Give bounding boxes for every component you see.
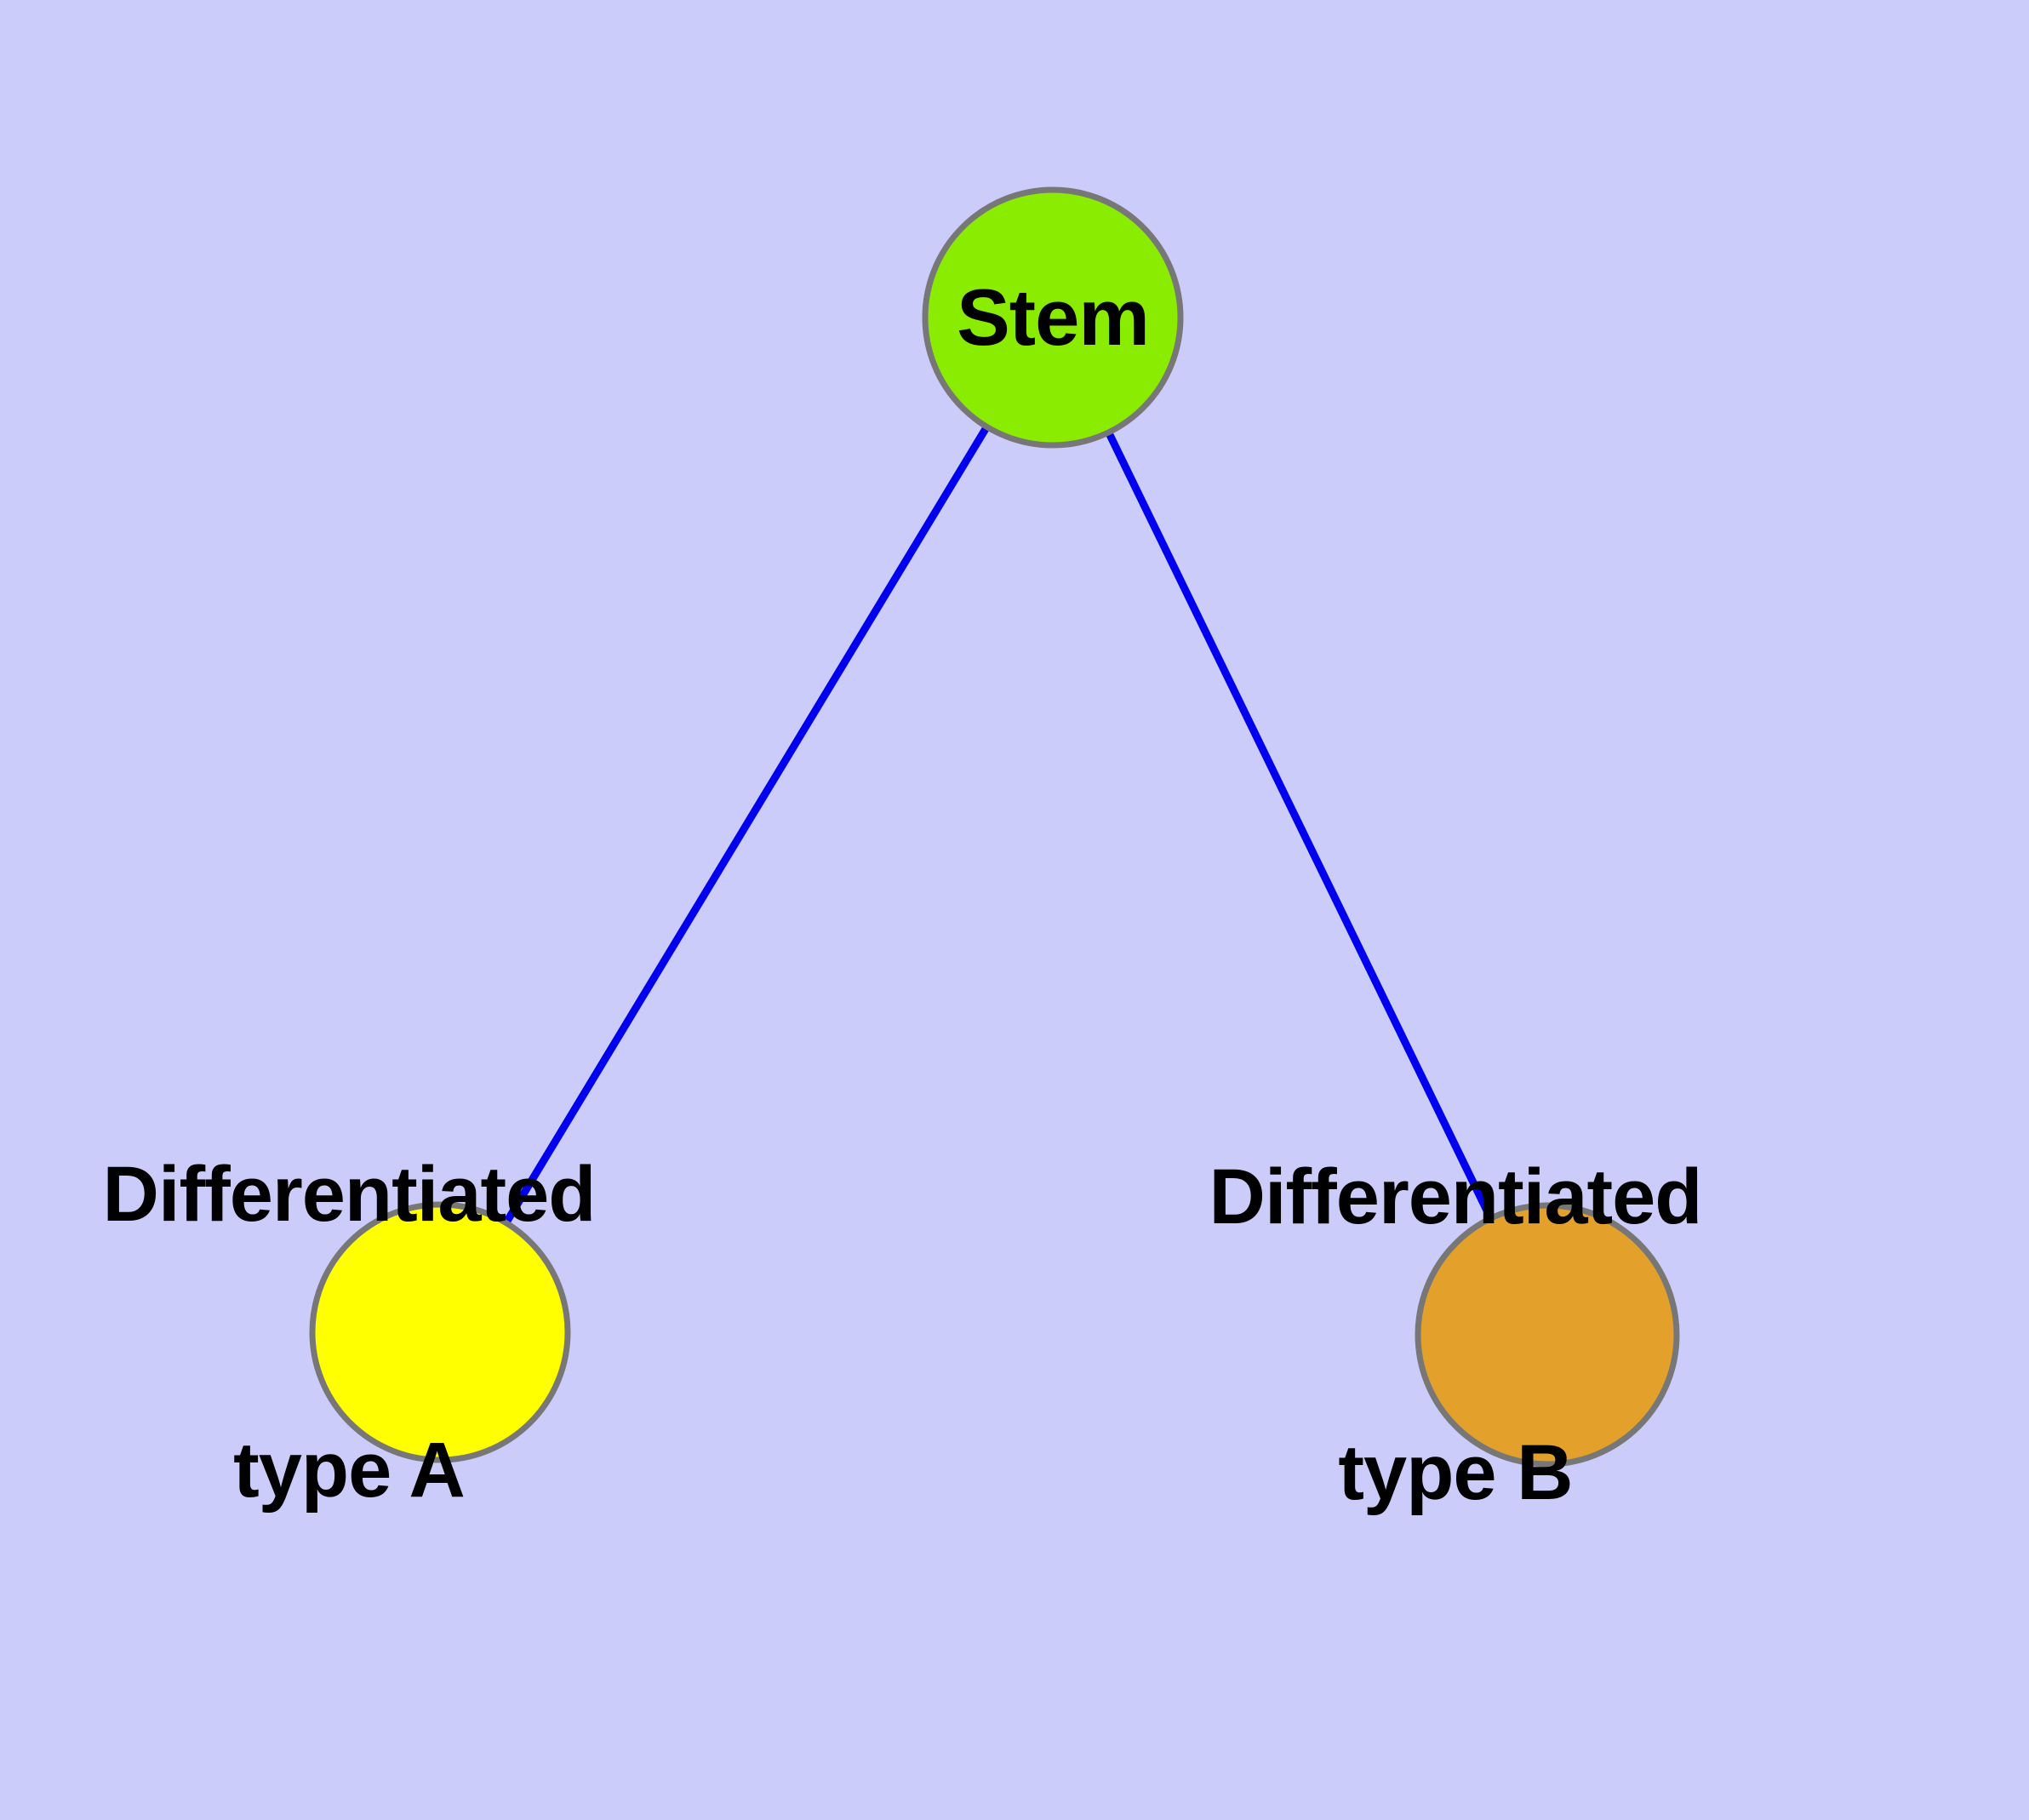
- node-layer: [309, 186, 1680, 1468]
- node-type-b-circle[interactable]: [1415, 1202, 1680, 1468]
- node-type-a-circle[interactable]: [309, 1201, 571, 1463]
- edge-stem-to-type-a: [437, 315, 1056, 1335]
- edge-stem-to-type-b: [1049, 316, 1552, 1336]
- edge-layer: [437, 315, 1552, 1336]
- node-stem-circle[interactable]: [922, 186, 1184, 449]
